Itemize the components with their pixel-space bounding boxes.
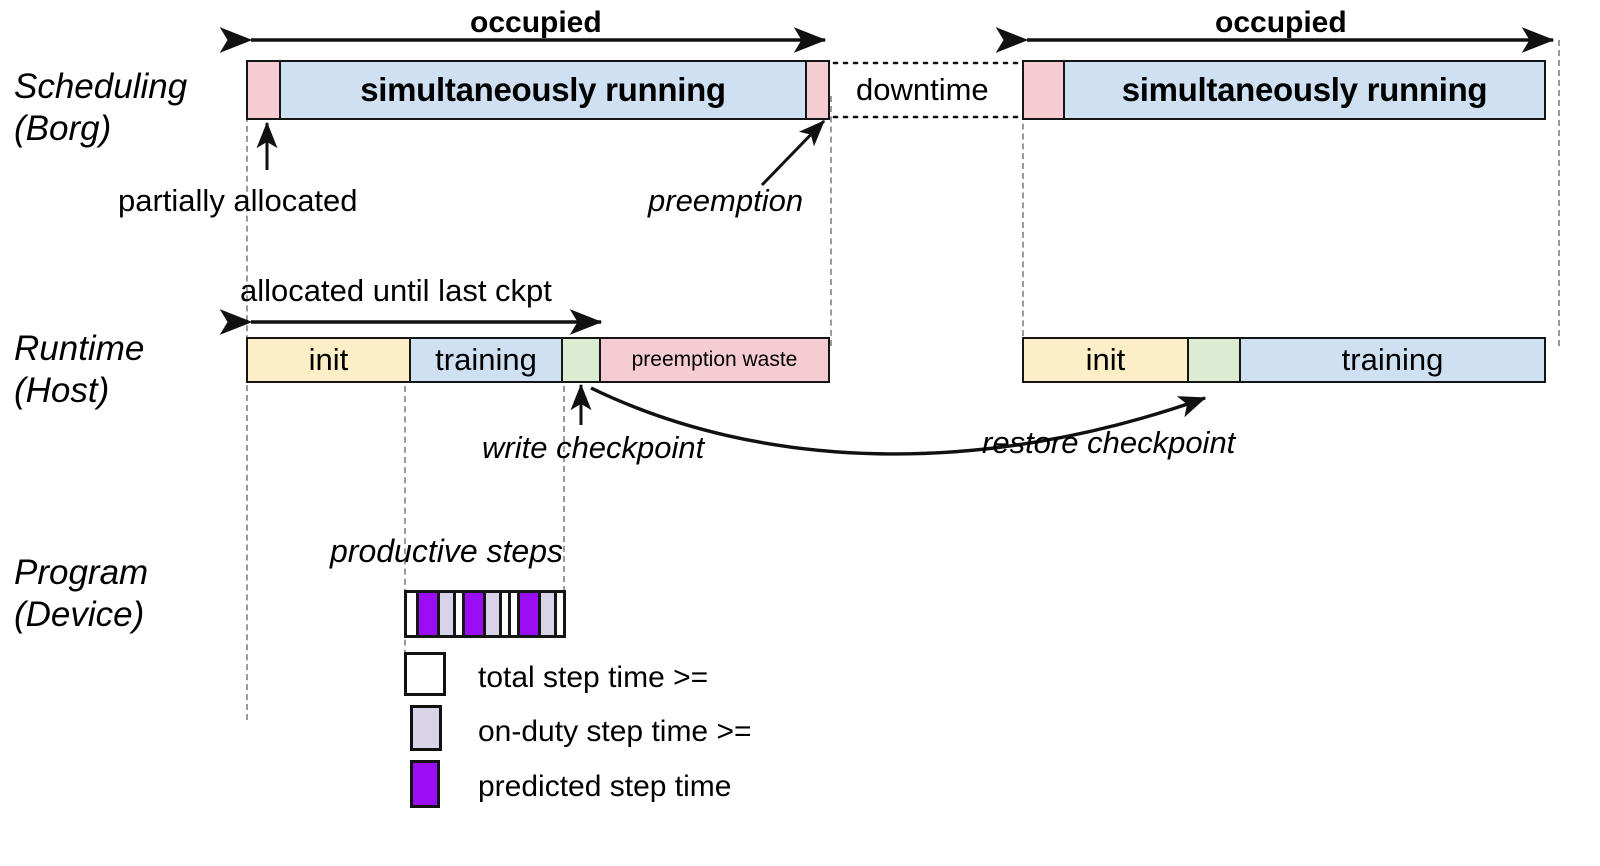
- step-segment-lavender: [483, 593, 500, 635]
- scheduling-running-label-left: simultaneously running: [360, 71, 726, 108]
- legend-swatch-total-step-time: [404, 652, 446, 696]
- preemption-label: preemption: [648, 183, 804, 218]
- runtime-preemption-waste-label: preemption waste: [631, 348, 798, 371]
- legend-swatch-on-duty-step-time: [410, 705, 442, 751]
- step-segment-purple: [461, 593, 484, 635]
- row-label-scheduling: Scheduling (Borg): [14, 67, 188, 148]
- row-label-program: Program (Device): [14, 553, 149, 634]
- step-segment-purple: [415, 593, 438, 635]
- scheduling-partial-allocation-right: [1022, 60, 1064, 120]
- row-label-runtime: Runtime (Host): [14, 329, 145, 410]
- step-segment-lavender: [538, 593, 555, 635]
- step-segment-white: [554, 593, 563, 635]
- legend-label-on-duty-step-time: on-duty step time >=: [478, 715, 752, 748]
- guide-line-right-end: [1558, 40, 1560, 346]
- runtime-write-checkpoint-left: [562, 337, 600, 383]
- guide-line-step-end: [563, 386, 565, 622]
- legend-label-total-step-time: total step time >=: [478, 661, 709, 694]
- step-segment-white: [499, 593, 509, 635]
- runtime-training-left: training: [410, 337, 562, 383]
- step-segment-white: [508, 593, 517, 635]
- runtime-training-right: training: [1240, 337, 1546, 383]
- runtime-init-label-left: init: [308, 342, 349, 377]
- runtime-training-label-right: training: [1341, 342, 1444, 377]
- restore-checkpoint-connector: [590, 386, 1207, 456]
- runtime-init-label-right: init: [1085, 342, 1126, 377]
- occupied-label-right: occupied: [1215, 6, 1347, 39]
- partially-allocated-label: partially allocated: [118, 183, 358, 218]
- scheduling-running-label-right: simultaneously running: [1121, 71, 1488, 108]
- step-segment-purple: [516, 593, 539, 635]
- runtime-init-right: init: [1022, 337, 1188, 383]
- runtime-init-left: init: [246, 337, 410, 383]
- program-steps-bar: [404, 590, 566, 638]
- scheduling-simultaneously-running-left: simultaneously running: [280, 60, 806, 120]
- guide-line-left-start: [246, 96, 248, 720]
- step-segment-white: [407, 593, 416, 635]
- runtime-training-label-left: training: [435, 342, 537, 377]
- allocated-until-last-ckpt-label: allocated until last ckpt: [240, 273, 552, 308]
- guide-line-preempt: [830, 96, 832, 346]
- scheduling-preemption-marker-left: [806, 60, 830, 120]
- guide-line-restart: [1022, 104, 1024, 346]
- scheduling-partial-allocation-left: [246, 60, 280, 120]
- downtime-label: downtime: [856, 72, 989, 107]
- restore-checkpoint-label: restore checkpoint: [982, 425, 1236, 460]
- step-segment-lavender: [437, 593, 454, 635]
- legend-label-predicted-step-time: predicted step time: [478, 770, 732, 803]
- guide-line-step-start: [404, 386, 406, 676]
- scheduling-simultaneously-running-right: simultaneously running: [1064, 60, 1546, 120]
- runtime-restore-checkpoint-right: [1188, 337, 1240, 383]
- preemption-pointer: [760, 119, 826, 187]
- legend-swatch-predicted-step-time: [410, 760, 440, 808]
- productive-steps-label: productive steps: [330, 533, 564, 569]
- step-segment-white: [453, 593, 462, 635]
- runtime-preemption-waste-left: preemption waste: [600, 337, 830, 383]
- write-checkpoint-label: write checkpoint: [482, 430, 705, 465]
- occupied-label-left: occupied: [470, 6, 602, 39]
